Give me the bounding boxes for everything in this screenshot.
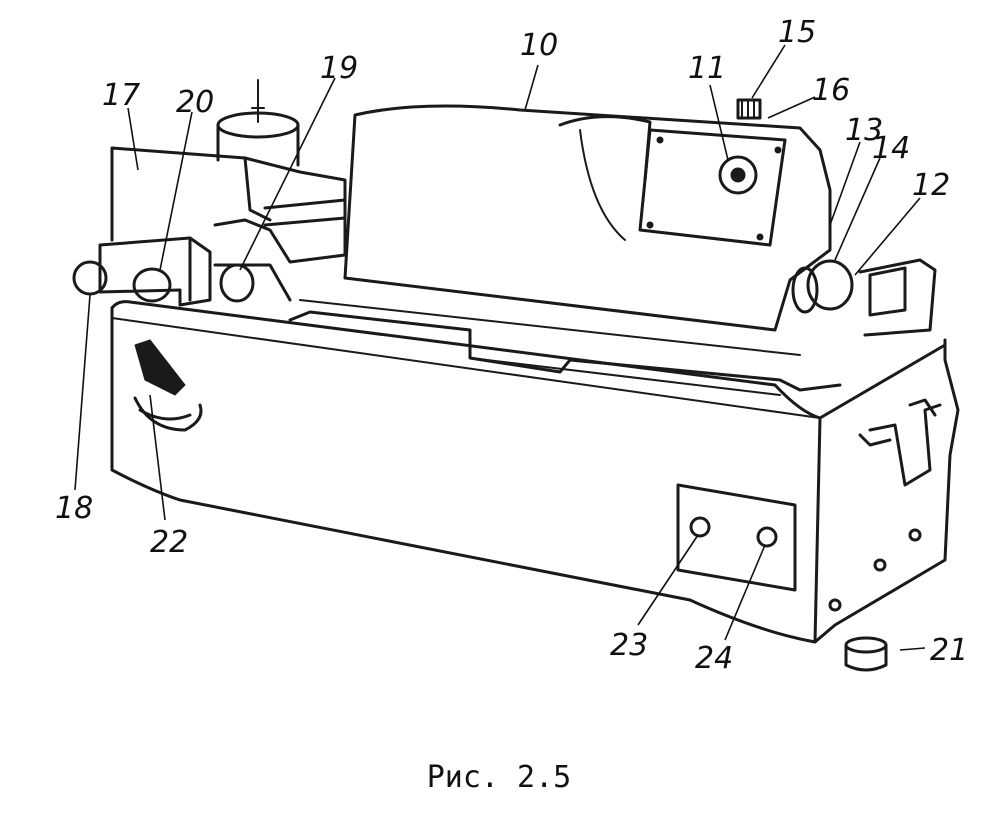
machine-base bbox=[110, 300, 960, 644]
part-labels: 10 11 12 13 14 15 16 17 18 19 20 21 22 2… bbox=[55, 15, 968, 676]
label-21: 21 bbox=[930, 633, 968, 668]
label-15: 15 bbox=[778, 15, 816, 50]
knob-15 bbox=[736, 98, 762, 120]
label-10: 10 bbox=[520, 28, 558, 63]
front-left-controls bbox=[72, 236, 292, 307]
lever-22 bbox=[133, 339, 203, 432]
label-24: 24 bbox=[695, 641, 733, 676]
label-16: 16 bbox=[812, 73, 850, 108]
figure-caption: Рис. 2.5 bbox=[426, 760, 572, 795]
housing-10 bbox=[343, 98, 832, 332]
label-23: 23 bbox=[610, 628, 648, 663]
cover-plate bbox=[638, 128, 787, 247]
part-21 bbox=[844, 636, 888, 672]
label-12: 12 bbox=[912, 168, 950, 203]
knob-11 bbox=[718, 155, 758, 195]
label-20: 20 bbox=[176, 85, 214, 120]
side-handle bbox=[828, 398, 942, 612]
bed-rails bbox=[288, 299, 842, 396]
front-panel bbox=[676, 483, 797, 592]
label-22: 22 bbox=[150, 525, 188, 560]
label-11: 11 bbox=[688, 51, 726, 86]
leader-lines bbox=[74, 44, 926, 651]
label-13: 13 bbox=[845, 113, 883, 148]
right-handwheels bbox=[791, 258, 937, 337]
label-19: 19 bbox=[320, 51, 358, 86]
label-14: 14 bbox=[872, 131, 910, 166]
label-17: 17 bbox=[102, 78, 140, 113]
label-18: 18 bbox=[55, 491, 93, 526]
left-headstock bbox=[110, 79, 347, 264]
knob-18 bbox=[72, 260, 108, 296]
